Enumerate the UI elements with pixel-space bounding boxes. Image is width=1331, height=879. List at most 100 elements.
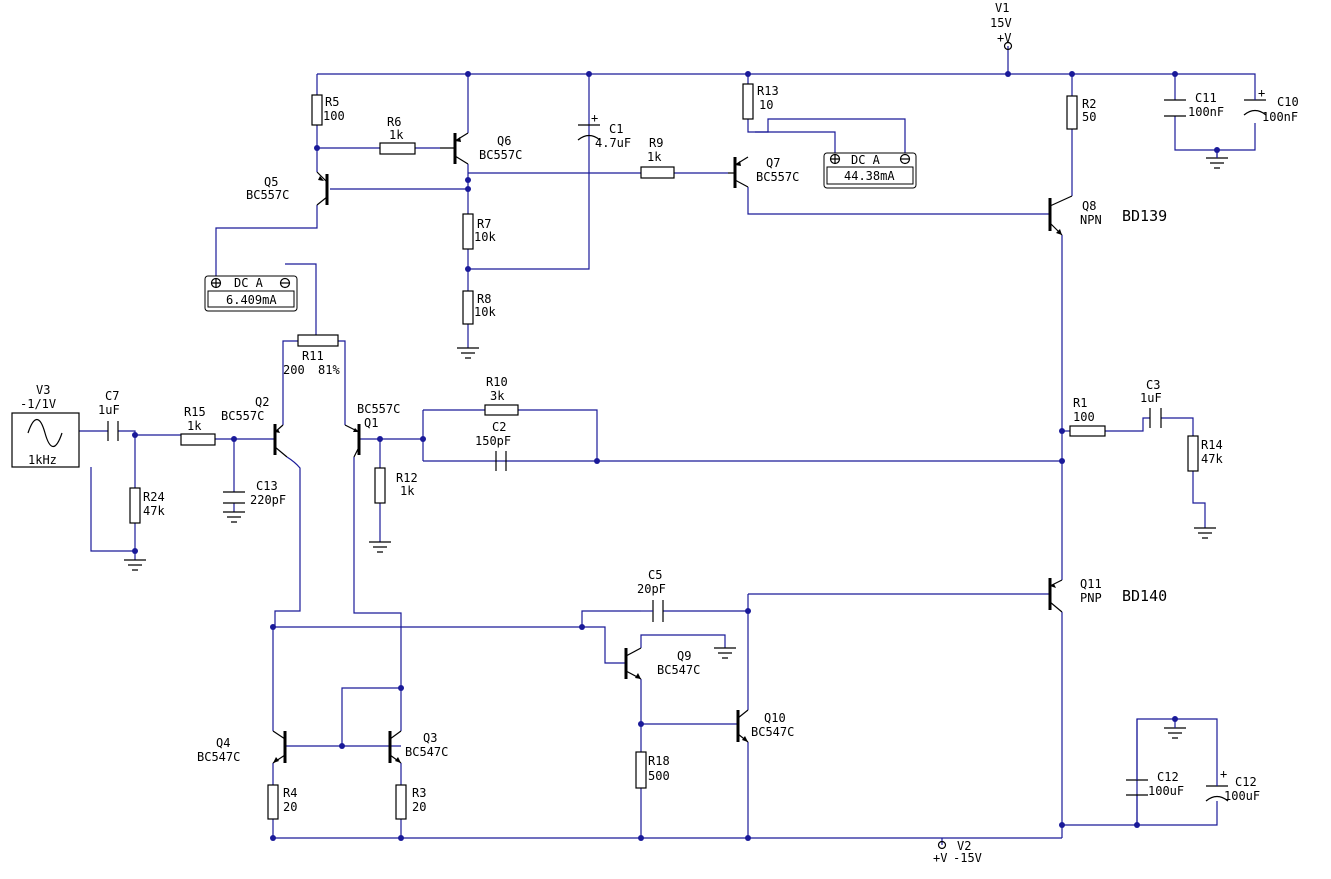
wires [79,46,1256,845]
c5-name-label: C5 [648,568,662,582]
ground-icon [223,511,245,523]
q8-part-label: BD139 [1122,207,1167,225]
q11-part-label: BD140 [1122,587,1167,605]
q3-model-label: BC547C [405,745,448,759]
meter2-reading: 44.38mA [844,169,895,183]
r13-value-label: 10 [759,98,773,112]
c1-value-label: 4.7uF [595,136,631,150]
v2-name-label: V2 [957,839,971,853]
resistor-r10 [484,404,519,416]
resistor-r4 [267,784,279,820]
transistor-q11 [1048,578,1063,613]
resistor-r18 [635,751,647,789]
r10-value-label: 3k [490,389,505,403]
q8-name-label: Q8 [1082,199,1096,213]
r24-name-label: R24 [143,490,165,504]
signal-source-v3 [11,412,80,468]
resistor-r15 [180,433,216,446]
transistor-q10 [736,709,749,743]
transistor-q9 [624,647,642,680]
r12-value-label: 1k [400,484,415,498]
ground-icon [1164,727,1186,739]
r3-value-label: 20 [412,800,426,814]
resistor-r6 [379,142,416,155]
transistor-q4 [272,730,287,764]
v1-value-label: 15V [990,16,1012,30]
ground-icon [1194,527,1216,539]
c3-value-label: 1uF [1140,391,1162,405]
transistor-q7 [728,156,749,188]
c9-name-label: C10 [1277,95,1299,109]
q5-model-label: BC557C [246,188,289,202]
resistor-r2 [1066,95,1078,130]
transistor-q3 [388,730,402,764]
c11-value-label: 100uF [1148,784,1184,798]
capacitor-c10 [1164,99,1186,117]
c12-name-label: C12 [1235,775,1257,789]
resistors [129,83,1199,820]
capacitor-c12: + [1205,767,1229,810]
r11-name-label: R11 [302,349,324,363]
v3-name-label: V3 [36,383,50,397]
c3-name-label: C3 [1146,378,1160,392]
junction-dots [132,71,1220,841]
r14-name-label: R14 [1201,438,1223,452]
q11-name-label: Q11 [1080,577,1102,591]
r11-setting-label: 81% [318,363,340,377]
q7-model-label: BC557C [756,170,799,184]
c7-name-label: C7 [105,389,119,403]
ground-icon [369,541,391,553]
v2-value-label: -15V [953,851,982,865]
capacitor-c5 [641,600,664,622]
resistor-r5 [311,94,323,126]
resistor-r12 [374,467,386,504]
c13-value-label: 220pF [250,493,286,507]
r8-name-label: R8 [477,292,491,306]
transistors [272,132,1073,764]
r11-value-label: 200 [283,363,305,377]
c12-value-label: 100uF [1224,789,1260,803]
capacitor-c7 [107,421,119,441]
capacitor-c3 [1149,408,1162,428]
capacitor-c2 [495,451,507,471]
q2-name-label: Q2 [255,395,269,409]
capacitor-c9: + [1243,86,1267,116]
transistor-q6 [440,132,469,165]
resistor-r3 [395,784,407,820]
r7-value-label: 10k [474,230,496,244]
r9-value-label: 1k [647,150,662,164]
r6-value-label: 1k [389,128,404,142]
q4-name-label: Q4 [216,736,230,750]
meter2-header: DC A [851,153,881,167]
capacitor-c13 [223,491,245,504]
q1-model-label: BC557C [357,402,400,416]
q10-model-label: BC547C [751,725,794,739]
r12-name-label: R12 [396,471,418,485]
v2-node-label: +V [933,851,947,865]
r24-value-label: 47k [143,504,165,518]
c10-value-label: 100nF [1188,105,1224,119]
c10-name-label: C11 [1195,91,1217,105]
capacitors: + + + [107,86,1267,810]
ammeter-2 [823,152,917,189]
r10-name-label: R10 [486,375,508,389]
transistor-q5 [316,171,329,206]
capacitor-c1: + [577,111,601,141]
c2-name-label: C2 [492,420,506,434]
r5-name-label: R5 [325,95,339,109]
q5-name-label: Q5 [264,175,278,189]
r2-name-label: R2 [1082,97,1096,111]
capacitor-c11 [1126,770,1148,796]
r13-name-label: R13 [757,84,779,98]
resistor-r13 [742,83,754,120]
resistor-r14 [1187,435,1199,472]
transistor-q8 [1048,195,1073,236]
c2-value-label: 150pF [475,434,511,448]
resistor-r8 [462,290,474,325]
meter1-reading: 6.409mA [226,293,277,307]
q7-name-label: Q7 [766,156,780,170]
r15-value-label: 1k [187,419,202,433]
r18-value-label: 500 [648,769,670,783]
transistor-q2 [273,424,288,458]
